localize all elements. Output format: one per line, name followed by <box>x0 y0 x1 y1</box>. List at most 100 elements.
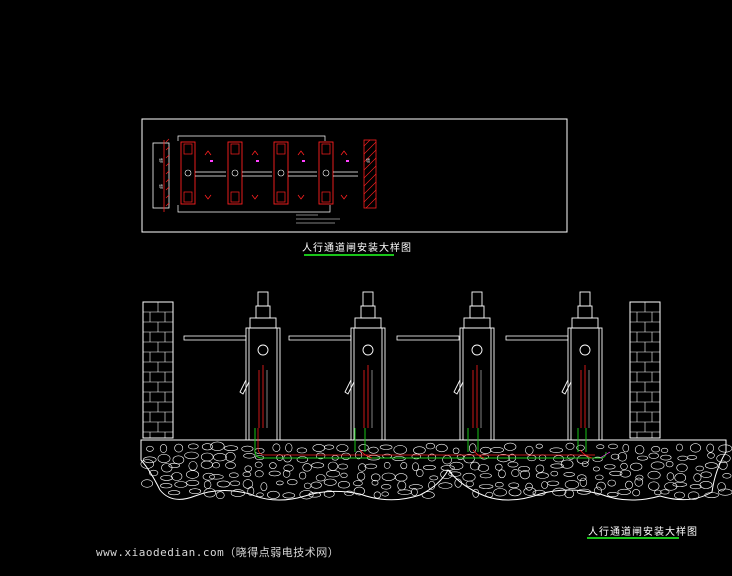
stone <box>267 490 280 499</box>
stone <box>707 452 715 459</box>
stone <box>411 453 421 460</box>
turnstile-4 <box>561 291 603 441</box>
stone <box>186 470 200 479</box>
stone <box>141 479 153 488</box>
stone <box>440 469 453 480</box>
stone <box>400 462 408 470</box>
right-brick-pillar <box>629 301 661 439</box>
stone <box>577 474 587 482</box>
stone <box>625 480 633 490</box>
plan-direction-marks <box>204 150 348 200</box>
stone <box>393 445 407 455</box>
stone <box>592 456 603 462</box>
stone <box>504 442 517 451</box>
plan-notes <box>296 214 340 224</box>
stone <box>535 464 545 473</box>
plan-caption-underline <box>304 254 394 256</box>
plan-left-wall: 墙 墙 <box>152 138 170 212</box>
stone <box>717 482 726 492</box>
stone <box>379 444 393 450</box>
stone <box>209 474 224 480</box>
stone <box>452 447 460 454</box>
stone <box>564 479 580 489</box>
stone <box>225 451 236 462</box>
stone <box>425 442 436 450</box>
elevation-view <box>140 291 732 501</box>
stone <box>523 487 537 496</box>
stone <box>269 462 277 469</box>
stone <box>593 486 602 496</box>
turnstile-3 <box>453 291 495 441</box>
stone <box>340 472 348 479</box>
stone <box>353 486 365 496</box>
stone <box>564 489 575 499</box>
stone <box>397 480 407 491</box>
stone <box>337 463 348 470</box>
stone <box>315 474 326 482</box>
stone <box>549 447 563 453</box>
plan-magenta-marks <box>210 160 349 162</box>
stone <box>247 486 255 496</box>
stone <box>577 488 591 495</box>
stone <box>243 453 256 459</box>
stone <box>660 489 670 495</box>
stone <box>383 461 391 469</box>
stone <box>171 472 183 481</box>
stone <box>525 482 533 491</box>
stone <box>648 452 659 459</box>
stone <box>647 470 661 480</box>
stone <box>579 477 588 487</box>
stone <box>161 463 173 473</box>
stone <box>188 443 199 450</box>
stone <box>704 492 719 498</box>
stone <box>311 462 325 469</box>
stone <box>689 484 702 490</box>
cable-conduit <box>254 428 611 459</box>
elevation-caption: 人行通道闸安装大样图 <box>588 527 698 538</box>
stone <box>381 484 392 490</box>
stone <box>358 444 369 452</box>
stone <box>563 472 575 477</box>
stone <box>357 471 366 481</box>
stone <box>674 491 685 499</box>
stone <box>704 462 718 469</box>
stone <box>353 480 363 487</box>
stone <box>535 443 543 449</box>
stone <box>718 444 732 453</box>
stone <box>160 475 173 481</box>
stone <box>442 455 452 465</box>
stone <box>381 472 396 481</box>
stone <box>174 481 188 488</box>
stone <box>340 452 351 460</box>
stone <box>532 489 546 496</box>
stone <box>552 487 567 497</box>
stone <box>700 471 712 478</box>
stone <box>200 452 214 462</box>
stone <box>371 479 379 486</box>
stone <box>337 481 350 489</box>
svg-text:墙: 墙 <box>159 157 163 163</box>
stone <box>159 443 168 453</box>
plan-turnstile-4 <box>318 141 334 205</box>
stone <box>285 443 293 453</box>
stone <box>408 484 423 490</box>
stone <box>336 444 349 452</box>
stone <box>323 490 335 498</box>
stone <box>508 488 522 497</box>
stone <box>324 444 335 450</box>
stone <box>416 469 424 477</box>
stone <box>272 443 281 452</box>
stone <box>157 453 171 464</box>
stone <box>373 491 381 499</box>
stone <box>479 454 489 460</box>
stone <box>660 447 669 453</box>
stone <box>149 469 159 477</box>
stone <box>550 470 559 477</box>
stone <box>595 474 604 481</box>
stone <box>477 464 490 472</box>
stone <box>412 462 419 472</box>
stone <box>493 488 507 497</box>
stone <box>632 489 641 497</box>
stone <box>172 455 185 465</box>
